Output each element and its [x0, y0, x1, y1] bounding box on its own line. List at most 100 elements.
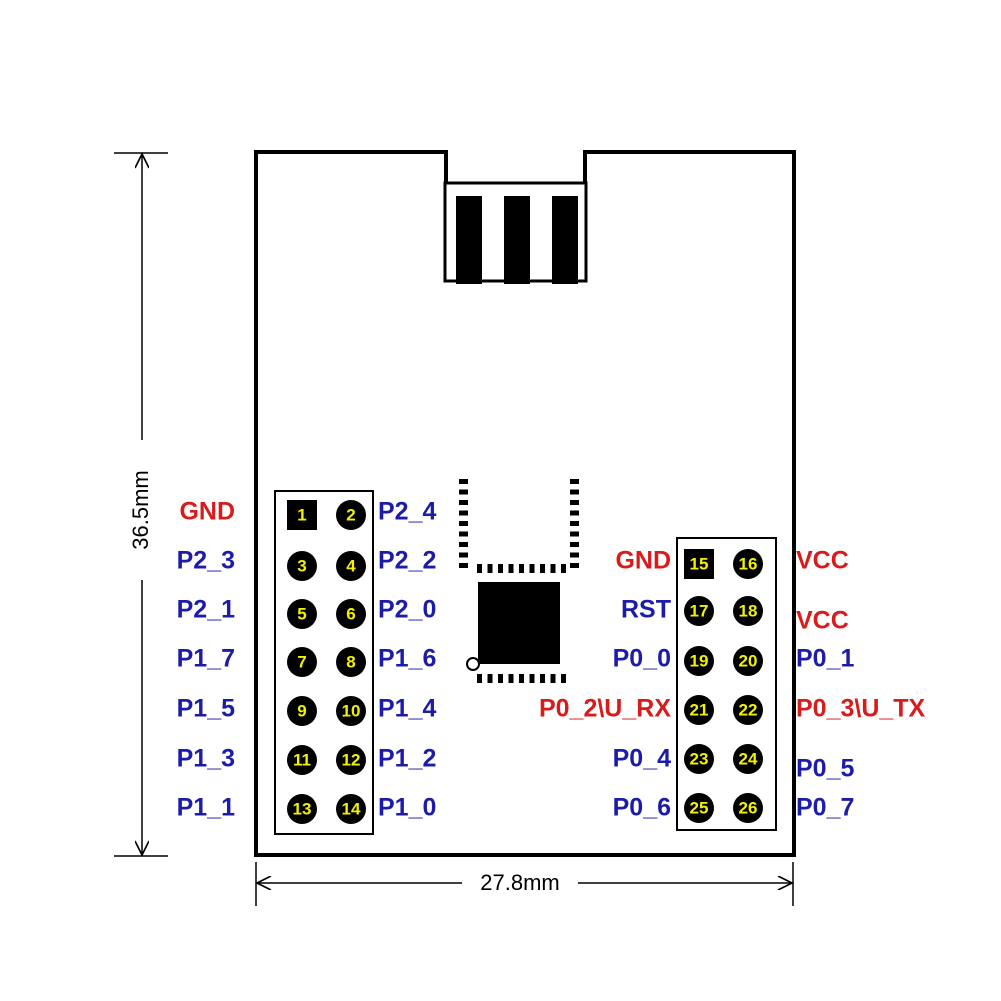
pin-number: 5 — [297, 604, 306, 623]
pin-number: 17 — [690, 601, 709, 620]
pin-number: 4 — [346, 556, 356, 575]
left-header-right-label: P2_4 — [378, 498, 436, 526]
right-header-left-label: P0_2\U_RX — [539, 695, 671, 723]
pin-8: 8 — [336, 647, 366, 677]
chip-pad — [459, 531, 468, 537]
chip-pad — [498, 674, 503, 683]
pin-number: 22 — [739, 700, 758, 719]
chip-pad — [570, 552, 579, 558]
pin-23: 23 — [684, 744, 714, 774]
pin-17: 17 — [684, 596, 714, 626]
pin-number: 3 — [297, 556, 306, 575]
left-header-left-label: GND — [179, 498, 235, 526]
pin-9: 9 — [287, 696, 317, 726]
chip-pad — [570, 542, 579, 547]
pin-number: 7 — [297, 652, 306, 671]
chip-pad — [459, 489, 468, 495]
chip-pad — [459, 521, 468, 526]
pin-7: 7 — [287, 647, 317, 677]
left-header-left-label: P1_5 — [177, 695, 235, 723]
pin-number: 23 — [690, 749, 709, 768]
right-header-right-label: P0_1 — [796, 645, 854, 673]
chip-pad — [529, 564, 535, 573]
pin-16: 16 — [733, 549, 763, 579]
chip-pad — [487, 564, 493, 573]
pin-11: 11 — [287, 745, 317, 775]
chip-pad — [550, 564, 556, 573]
height-dimension: 36.5mm — [114, 153, 168, 856]
right-header-right-label: P0_7 — [796, 794, 854, 822]
pin-number: 24 — [739, 749, 758, 768]
chip-pad — [570, 489, 579, 495]
pcb-antenna — [443, 181, 588, 284]
pin-24: 24 — [733, 744, 763, 774]
right-header-right-label: VCC — [796, 547, 849, 575]
pin-number: 19 — [690, 651, 709, 670]
board-outline — [254, 150, 796, 857]
chip-pad — [508, 674, 514, 683]
pin-number: 8 — [346, 652, 355, 671]
left-header-left-label: P1_1 — [177, 794, 235, 822]
chip-pad — [570, 563, 579, 568]
chip-pad — [570, 521, 579, 526]
chip-pad — [529, 674, 535, 683]
chip-pad — [570, 531, 579, 537]
left-header-left-label: P2_3 — [177, 547, 235, 575]
left-header-left-label: P1_3 — [177, 745, 235, 773]
pin-number: 21 — [690, 700, 709, 719]
pin-14: 14 — [336, 794, 366, 824]
pin-12: 12 — [336, 745, 366, 775]
left-header-right-label: P1_2 — [378, 745, 436, 773]
pin-3: 3 — [287, 551, 317, 581]
left-header-left-label: P1_7 — [177, 645, 235, 673]
right-header-left-label: P0_4 — [613, 745, 671, 773]
chip-pad — [459, 563, 468, 568]
chip-pad — [570, 510, 579, 516]
left-header-right-label: P2_0 — [378, 596, 436, 624]
pin-15: 15 — [684, 549, 714, 579]
left-header-right-label: P2_2 — [378, 547, 436, 575]
chip-pad — [540, 674, 545, 683]
pin-13: 13 — [287, 794, 317, 824]
mcu-chip — [459, 479, 579, 683]
pin-number: 13 — [293, 799, 312, 818]
chip-pad — [550, 674, 556, 683]
right-header-left-label: RST — [621, 596, 671, 624]
pin-20: 20 — [733, 646, 763, 676]
chip-pad — [459, 510, 468, 516]
pin-number: 14 — [342, 799, 361, 818]
pin-number: 12 — [342, 750, 361, 769]
pin-number: 6 — [346, 604, 355, 623]
chip-pad — [498, 564, 503, 573]
pin-6: 6 — [336, 599, 366, 629]
left-header-right-label: P1_0 — [378, 794, 436, 822]
pin-number: 1 — [297, 505, 306, 524]
pin-4: 4 — [336, 551, 366, 581]
right-header-left-label: P0_0 — [613, 645, 671, 673]
right-header-right-label: P0_5 — [796, 755, 854, 783]
pin-26: 26 — [733, 793, 763, 823]
right-header-right-label: VCC — [796, 607, 849, 635]
pin-2: 2 — [336, 500, 366, 530]
width-label: 27.8mm — [480, 870, 559, 895]
left-header-right-label: P1_4 — [378, 695, 436, 723]
chip-pad — [570, 479, 579, 484]
pin-number: 25 — [690, 798, 709, 817]
pin-25: 25 — [684, 793, 714, 823]
pin-number: 26 — [739, 798, 758, 817]
chip-pad — [477, 564, 482, 573]
pin-10: 10 — [336, 696, 366, 726]
pin-1: 1 — [287, 500, 317, 530]
chip-pad — [459, 479, 468, 484]
right-header-right-label: P0_3\U_TX — [796, 695, 926, 723]
pin-number: 10 — [342, 701, 361, 720]
left-header-left-label: P2_1 — [177, 596, 235, 624]
chip-pad — [487, 674, 493, 683]
pin-number: 20 — [739, 651, 758, 670]
left-header-right-label: P1_6 — [378, 645, 436, 673]
pin-number: 2 — [346, 505, 355, 524]
chip-pad — [570, 500, 579, 505]
